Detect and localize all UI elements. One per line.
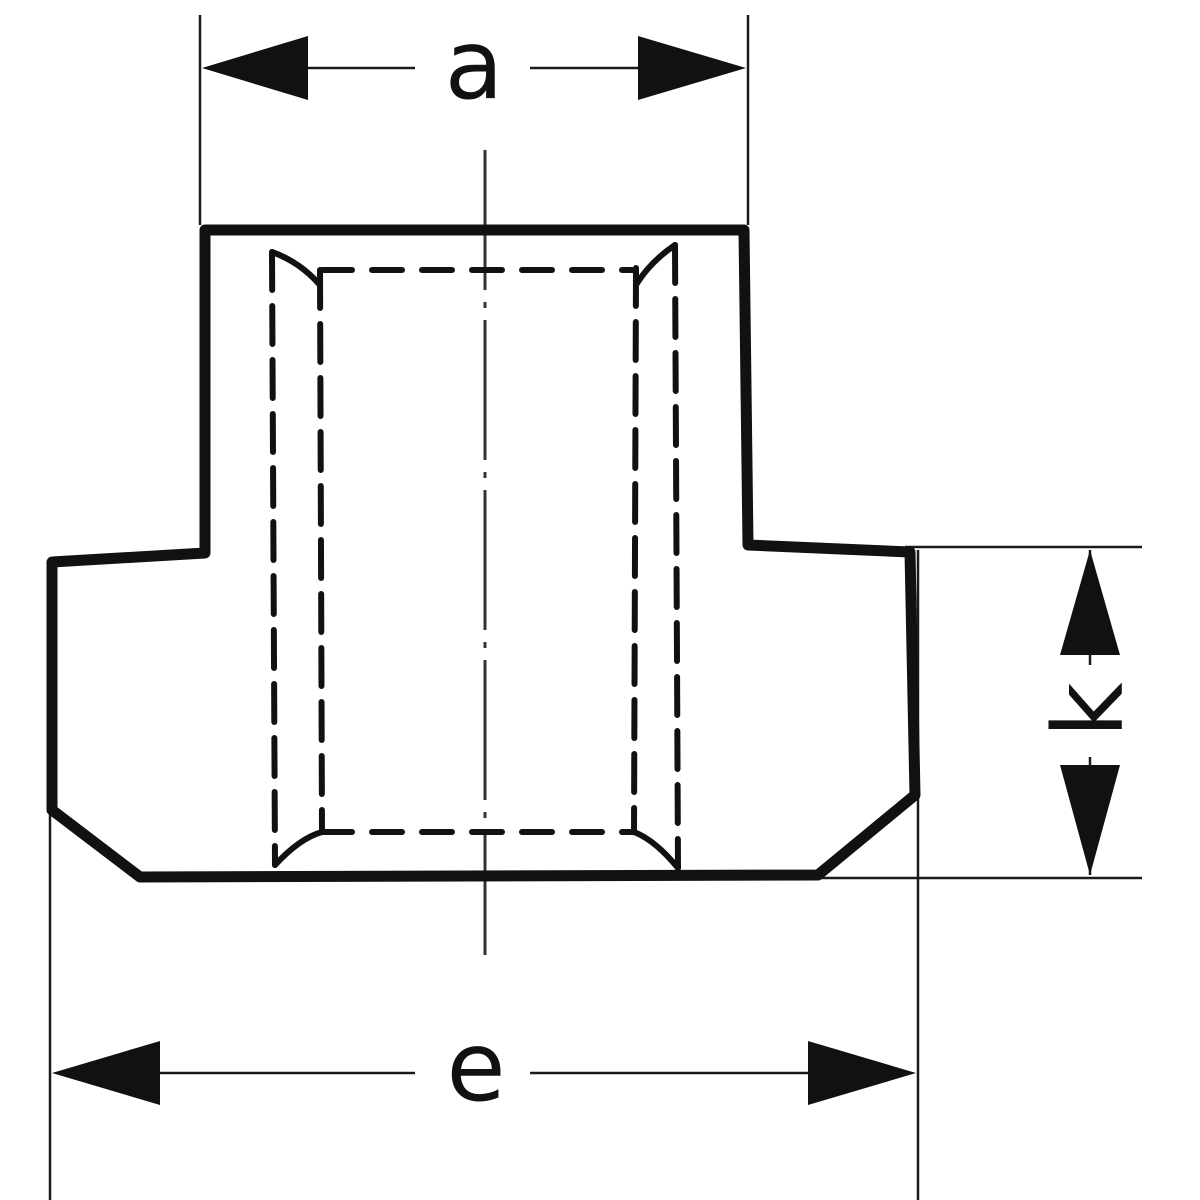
arrow-a-left-icon <box>202 36 308 100</box>
hidden-line-inner-left <box>317 267 325 835</box>
hidden-line-outer-left <box>269 249 278 868</box>
hidden-chamfer-bottom-right <box>631 829 681 871</box>
dimension-k: k <box>1033 550 1145 875</box>
hidden-chamfer-bottom-left <box>272 829 325 868</box>
label-a: a <box>445 9 504 121</box>
arrow-k-bottom-icon <box>1060 765 1120 875</box>
arrow-e-right-icon <box>808 1041 916 1105</box>
label-e: e <box>446 1011 505 1123</box>
hidden-chamfer-top-right <box>633 242 678 288</box>
hidden-chamfer-top-left <box>269 249 323 288</box>
arrow-e-left-icon <box>52 1041 160 1105</box>
arrow-a-right-icon <box>638 36 746 100</box>
t-nut-outline <box>46 224 921 883</box>
arrow-k-top-icon <box>1060 550 1120 655</box>
dimension-e: e <box>52 1011 916 1123</box>
dimension-a: a <box>202 9 746 121</box>
label-k: k <box>1033 682 1145 738</box>
hidden-line-outer-right <box>672 242 681 871</box>
hidden-line-inner-right <box>631 265 639 835</box>
hidden-thread <box>269 242 681 871</box>
label-k-mask <box>1040 665 1140 757</box>
